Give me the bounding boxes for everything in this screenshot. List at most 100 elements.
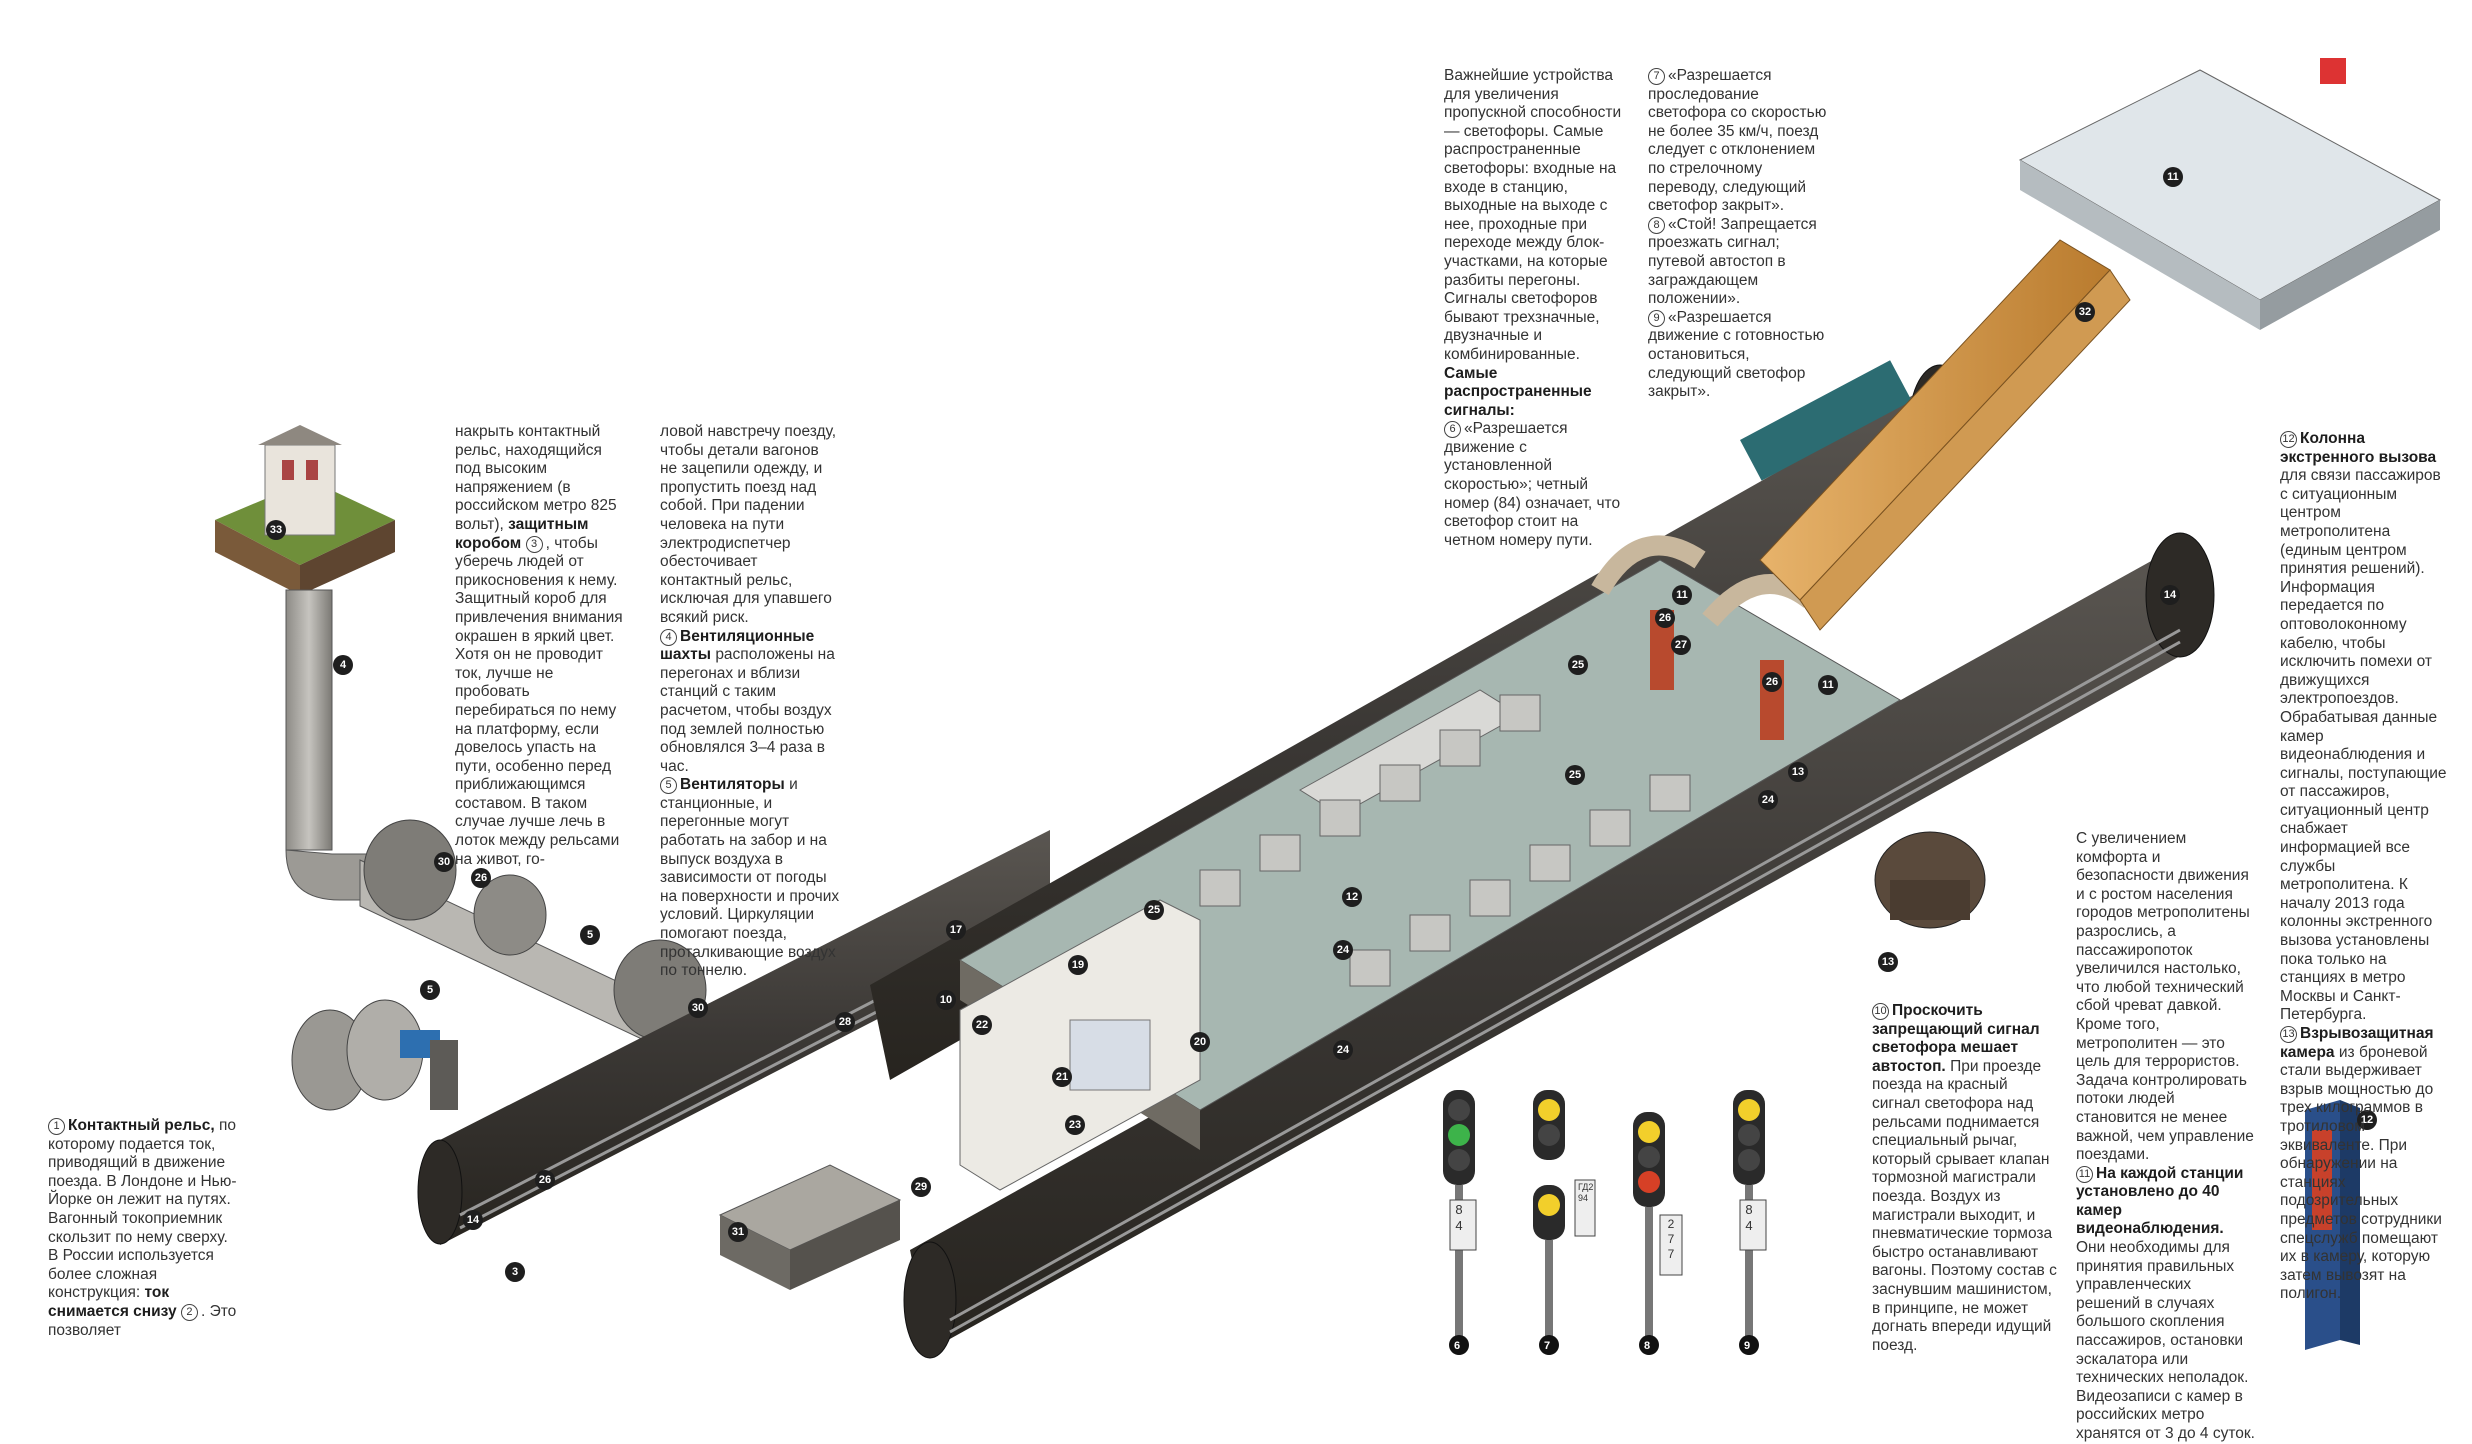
callout-24b: 24 [1333,1040,1353,1060]
signal-7 [1533,1090,1596,1355]
ventilation-kiosk [215,425,395,595]
signal-9-text: «Разрешается движение с готовностью оста… [1648,308,1825,401]
signal-8-text: «Стой! Запрещается проезжать сигнал; пут… [1648,215,1817,308]
text-protective-box: накрыть контактный рельс, находящийся по… [455,423,630,869]
ref-3: 3 [525,535,543,553]
callout-27d: 26 [1762,672,1782,692]
autostop-body: При проезде поезда на красный сигнал све… [1872,1057,2057,1354]
callout-30a: 30 [434,852,454,872]
protective-box-body: накрыть контактный рельс, находящийся по… [455,423,617,533]
vestibule-building [2018,58,2442,330]
ref-1: 1 [48,1118,65,1135]
callout-13b: 13 [1878,952,1898,972]
callout-3: 3 [505,1262,525,1282]
signal-6-label: 6 [1454,1340,1461,1352]
ref-2: 2 [180,1303,198,1321]
fans-body: и станционные, и перегонные могут работа… [660,776,840,980]
text-ventilation: ловой навстречу поезду, чтобы детали ваг… [660,423,840,981]
callout-25a: 25 [1144,900,1164,920]
ref-10: 10 [1872,1003,1889,1020]
ref-6: 6 [1444,421,1461,439]
callout-26: 27 [1671,635,1691,655]
vent-shafts-heading: Вентиляционные шахты [660,627,815,664]
blast-containment-chamber [1874,831,1986,929]
callout-27a: 26 [471,868,491,888]
ref-12: 12 [2280,431,2297,448]
callout-25b: 25 [1565,765,1585,785]
signal-7-side-plate: ГД294 [1578,1182,1594,1203]
signal-6-lamp-mid [1448,1124,1470,1146]
contact-rail-tail: Это позволяет [48,1302,237,1339]
callout-14b: 14 [2160,585,2180,605]
signal-9-label: 9 [1744,1340,1751,1352]
signal-6-lamp-top [1448,1099,1470,1121]
callout-24c: 24 [1758,790,1778,810]
callout-19: 19 [1068,955,1088,975]
vent-tunnel-rings [363,819,707,1041]
blast-chamber-body: из броневой стали выдерживает взрыв мощн… [2280,1043,2442,1303]
protective-box-tail: , чтобы уберечь людей от прикосновения к… [455,534,623,868]
signal-9 [1733,1090,1767,1355]
text-signals-intro: Важнейшие устройства для увеличения проп… [1444,67,1622,550]
callout-24a: 24 [1333,940,1353,960]
autostop-heading: Проскочить запрещающий сигнал светофора … [1872,1002,2040,1075]
callout-31: 31 [728,1222,748,1242]
callout-27c: 26 [1655,608,1675,628]
callout-25c: 25 [1568,655,1588,675]
callout-33: 33 [266,520,286,540]
callout-12: 12 [1342,887,1362,907]
vent-shafts-body: расположены на перегонах и вблизи станци… [660,646,835,775]
surveillance-body: Они необходимы для принятия правильных у… [2076,1239,2255,1442]
contact-rail-bold: ток снимается снизу [48,1284,177,1320]
callout-14a: 14 [463,1210,483,1230]
protective-box-bold: защитным коробом [455,515,589,552]
callout-17: 17 [946,920,966,940]
callout-11a: 11 [1672,585,1692,605]
contact-rail-body: по которому подается ток, приводящий в д… [48,1117,237,1302]
ref-13: 13 [2280,1026,2297,1043]
surveillance-intro: С увеличением комфорта и безопасности дв… [2076,830,2254,1164]
callout-11b: 11 [1818,675,1838,695]
ventilation-intro: ловой навстречу поезду, чтобы детали ваг… [660,423,837,626]
callout-27b: 26 [535,1170,555,1190]
callout-28: 28 [835,1012,855,1032]
emergency-call-column [2305,1100,2360,1350]
signal-8 [1633,1112,1683,1355]
escalator-tunnel [1759,239,2131,631]
callout-11c: 11 [2163,167,2183,187]
callout-12b: 12 [2357,1110,2377,1130]
text-signals-types: 7«Разрешается проследование светофора со… [1648,67,1828,402]
signal-6 [1443,1090,1477,1355]
callout-23: 23 [1065,1115,1085,1135]
emergency-column-body: для связи пассажиров с ситуационным цент… [2280,467,2447,1024]
ref-7: 7 [1648,68,1665,85]
signal-8-label: 8 [1644,1340,1651,1352]
callout-5a: 5 [580,925,600,945]
ref-9: 9 [1648,309,1665,327]
signal-7-text: «Разрешается проследование светофора со … [1648,67,1827,215]
fan-unit [291,999,458,1111]
ref-5: 5 [660,777,677,795]
ref-8: 8 [1648,216,1665,234]
signals-heading: Самые распространенные сигналы: [1444,364,1592,419]
callout-10: 10 [936,990,956,1010]
surveillance-heading: На каждой станции установлено до 40 каме… [2076,1164,2244,1238]
signals-intro-body: Важнейшие устройства для увеличения проп… [1444,67,1622,363]
signal-6-lamp-bot [1448,1149,1470,1171]
ref-11: 11 [2076,1165,2093,1183]
callout-21: 21 [1052,1067,1072,1087]
blast-chamber-heading: Взрывозащитная камера [2280,1025,2434,1061]
signal-6-text: «Разрешается движение с установленной ск… [1444,420,1621,549]
station-service-block [959,899,1201,1191]
signal-7-label: 7 [1544,1340,1551,1352]
callout-30b: 30 [688,998,708,1018]
emergency-column-heading: Колонна экстренного вызова [2280,430,2437,466]
callout-5b: 5 [420,980,440,1000]
